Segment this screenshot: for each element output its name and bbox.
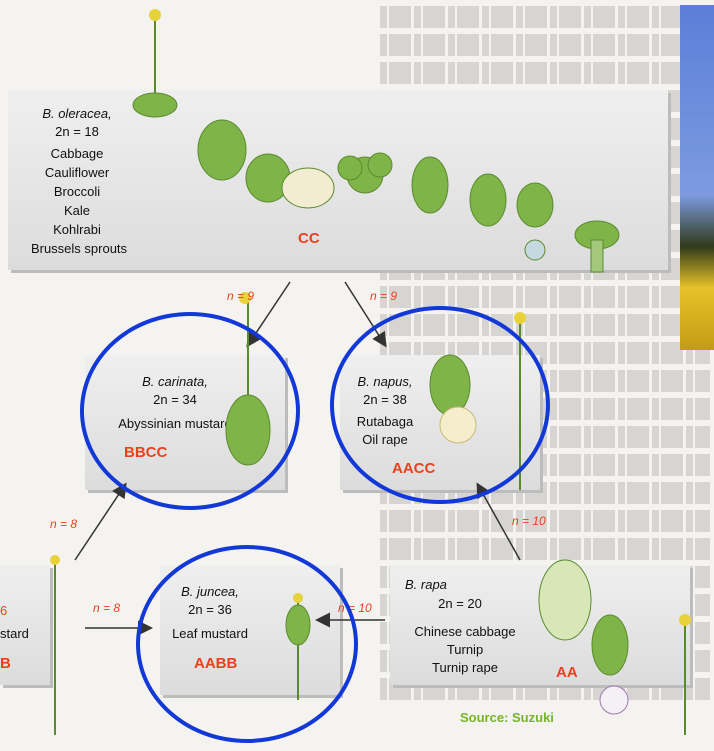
- n-label-9-left: n = 9: [227, 289, 254, 303]
- arrow-b-to-bbcc: [75, 485, 125, 560]
- n-label-8-right: n = 8: [93, 601, 120, 615]
- n-label-9-right: n = 9: [370, 289, 397, 303]
- highlight-ring-napus: [330, 306, 550, 504]
- n-label-10-up: n = 10: [512, 514, 546, 528]
- source-credit: Source: Suzuki: [460, 710, 554, 725]
- n-label-8-up: n = 8: [50, 517, 77, 531]
- highlight-ring-carinata: [80, 312, 300, 510]
- highlight-ring-juncea: [136, 545, 358, 743]
